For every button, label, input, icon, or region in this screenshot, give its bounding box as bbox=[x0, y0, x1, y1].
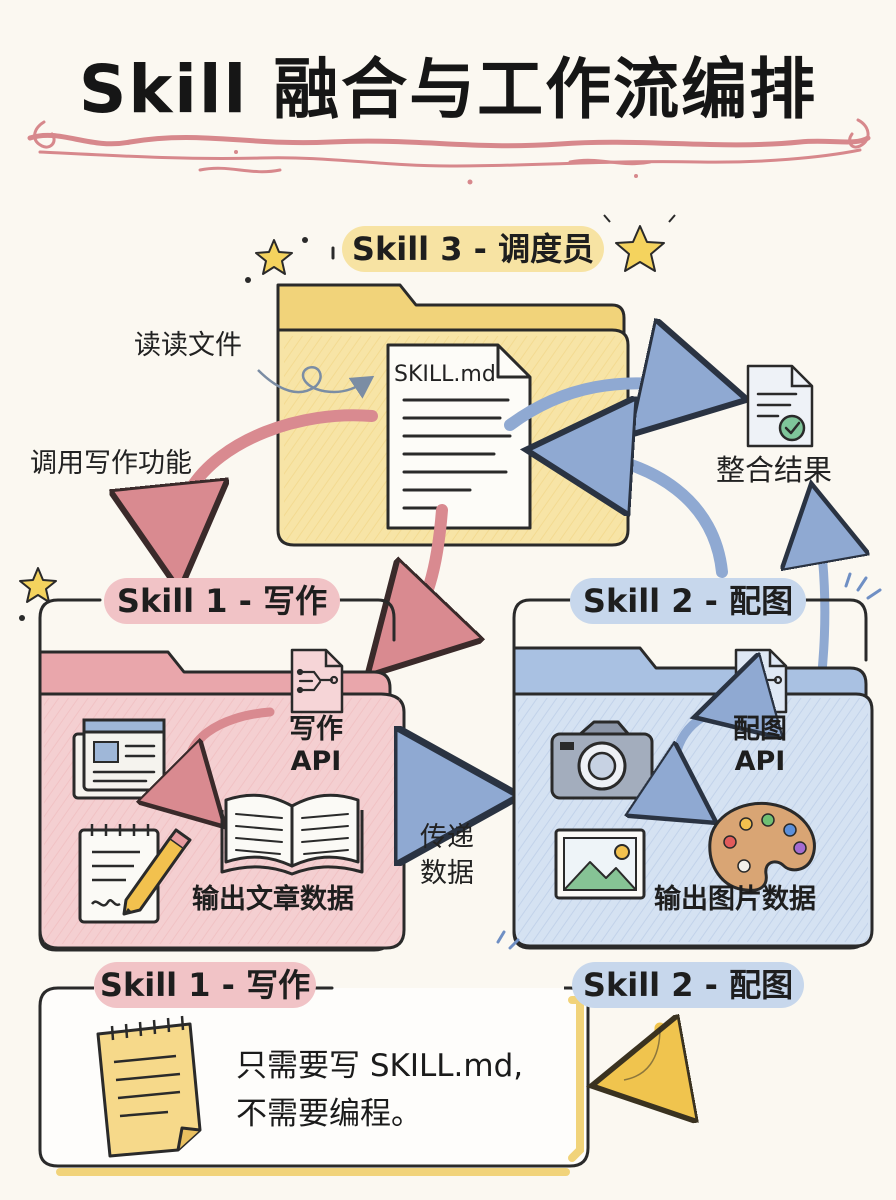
writing-output-label: 输出文章数据 bbox=[192, 884, 354, 915]
call-writing-label: 调用写作功能 bbox=[30, 448, 192, 479]
bottom-writing-label: Skill 1 - 写作 bbox=[94, 962, 316, 1008]
notepad-icon bbox=[96, 1015, 202, 1158]
image-output-label: 输出图片数据 bbox=[654, 884, 816, 915]
title-underline bbox=[27, 118, 871, 185]
image-return-arrow bbox=[562, 452, 728, 578]
dispatcher-label: Skill 3 - 调度员 bbox=[342, 226, 604, 272]
writing-api-label-line2: API bbox=[290, 746, 342, 777]
image-inner-arrow bbox=[675, 710, 720, 808]
camera-icon bbox=[550, 720, 654, 800]
writing-skill-frame bbox=[38, 598, 102, 662]
document-to-writing-api-arrow bbox=[392, 504, 442, 650]
read-file-arrow bbox=[257, 365, 375, 399]
call-writing-arrow bbox=[176, 409, 378, 555]
writing-inner-arrow bbox=[188, 707, 275, 808]
transfer-label-line2: 数据 bbox=[420, 858, 474, 889]
writing-skill-label: Skill 1 - 写作 bbox=[104, 578, 340, 624]
star-icon bbox=[19, 567, 57, 603]
writing-api-label-line1: 写作 bbox=[289, 714, 343, 745]
notepad-pencil-icon bbox=[78, 824, 192, 924]
result-document-icon bbox=[746, 364, 814, 448]
page-title: Skill 融合与工作流编排 bbox=[78, 51, 818, 128]
transfer-label-line1: 传递 bbox=[420, 822, 474, 853]
image-skill-frame bbox=[512, 598, 572, 650]
skill-md-filename: SKILL.md bbox=[394, 362, 496, 387]
integrate-result-label: 整合结果 bbox=[716, 453, 833, 487]
note-line2: 不需要编程。 bbox=[236, 1096, 422, 1132]
bottom-image-label: Skill 2 - 配图 bbox=[572, 962, 804, 1008]
star-icon bbox=[255, 239, 293, 275]
note-line1: 只需要写 SKILL.md, bbox=[236, 1048, 524, 1084]
splash-marks bbox=[496, 572, 882, 950]
image-api-label-line2: API bbox=[734, 746, 786, 777]
palette-icon bbox=[708, 801, 816, 892]
image-skill-label: Skill 2 - 配图 bbox=[570, 578, 806, 624]
star-icon bbox=[603, 214, 676, 272]
newspaper-icon bbox=[72, 718, 166, 800]
book-icon bbox=[220, 793, 364, 876]
skill-md-document-icon bbox=[386, 343, 532, 530]
read-file-label: 读读文件 bbox=[134, 330, 242, 361]
image-api-icon bbox=[734, 648, 788, 714]
picture-icon bbox=[554, 828, 646, 900]
writing-api-icon bbox=[290, 648, 344, 714]
image-api-label-line1: 配图 bbox=[733, 714, 787, 745]
